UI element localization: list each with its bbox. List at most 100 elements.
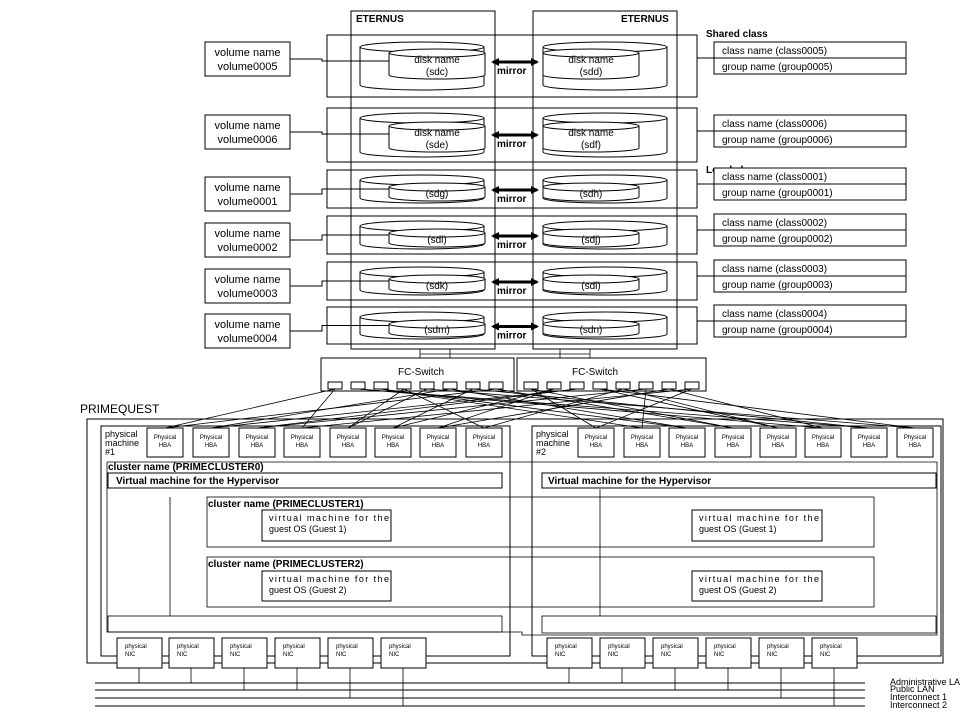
fc-cable (530, 388, 734, 429)
fc-cable (357, 388, 824, 429)
right-disk-id: (sdd) (580, 67, 603, 78)
hba-label: Physical (904, 435, 926, 441)
class-name: class name (class0005) (722, 46, 827, 57)
hba-label: HBA (590, 443, 602, 449)
switch-port (350, 381, 366, 390)
volume-link-line (290, 325, 389, 332)
svg-text:machine: machine (536, 438, 570, 448)
nic-label: NIC (230, 652, 241, 658)
svg-text:#1: #1 (105, 447, 115, 457)
fc-cable (256, 388, 647, 429)
fc-cable (357, 388, 870, 429)
right-disk-id: (sdn) (580, 325, 603, 336)
volume-label: volume name (214, 182, 280, 194)
fc-cable (426, 388, 916, 429)
mirror-label: mirror (497, 240, 527, 251)
class-name: class name (class0001) (722, 172, 827, 183)
hba-label: HBA (387, 443, 399, 449)
fc-switch-right: FC-Switch (516, 357, 707, 392)
group-name-box (713, 229, 907, 247)
hba-label: HBA (727, 443, 739, 449)
guest1-right-line1: virtual machine for the (699, 513, 819, 523)
nic-label: physical (230, 644, 252, 650)
lan-label: Administrative LAN (890, 677, 960, 687)
hba-label: Physical (676, 435, 698, 441)
volume-name: volume0006 (218, 134, 278, 146)
right-disk-cylinder (542, 112, 668, 158)
hba-label: HBA (636, 443, 648, 449)
volume-link-line (290, 188, 389, 195)
hypervisor-1-label: Virtual machine for the Hypervisor (116, 476, 279, 487)
hba-label: Physical (154, 435, 176, 441)
volume-label: volume name (214, 120, 280, 132)
switch-port (373, 381, 389, 390)
nic-label: NIC (555, 652, 566, 658)
eternus-right-title: ETERNUS (621, 14, 669, 25)
hba-label: Physical (291, 435, 313, 441)
left-disk-id: (sdm) (424, 325, 450, 336)
left-disk-id: (sdi) (427, 235, 446, 246)
nic-label: physical (820, 644, 842, 650)
class-name: class name (class0002) (722, 218, 827, 229)
guest2-vm-right (691, 570, 823, 602)
lan-label: Public LAN (890, 684, 935, 694)
right-disk-name: disk name (568, 128, 614, 139)
volume-name: volume0003 (218, 288, 278, 300)
left-disk-cylinder (359, 41, 486, 91)
left-disk-id: (sdk) (426, 281, 448, 292)
left-disk-name: disk name (414, 128, 460, 139)
hba-label: Physical (200, 435, 222, 441)
fc-switch-right-label: FC-Switch (572, 367, 618, 378)
left-disk-cylinder (359, 266, 486, 296)
lan-label: Interconnect 1 (890, 692, 947, 702)
left-disk-cylinder (359, 311, 486, 340)
hba-label: HBA (681, 443, 693, 449)
fc-cable (483, 388, 624, 429)
svg-text:physical: physical (536, 429, 569, 439)
guest2-right-line1: virtual machine for the (699, 574, 819, 584)
group-name: group name (group0002) (722, 234, 833, 245)
mirror-label: mirror (497, 139, 527, 150)
nic-label: physical (714, 644, 736, 650)
volume-link-line (290, 280, 389, 287)
nic-label: NIC (608, 652, 619, 658)
svg-text:#2: #2 (536, 447, 546, 457)
fc-cable (164, 388, 336, 429)
switch-port (327, 381, 343, 390)
hypervisor-1-box (107, 472, 503, 489)
right-disk-cylinder (542, 311, 668, 340)
hba-label: Physical (585, 435, 607, 441)
volume-name: volume0005 (218, 61, 278, 73)
fc-cable (599, 388, 916, 429)
group-name-box (713, 130, 907, 148)
cluster0-outline (106, 461, 938, 636)
right-disk-name: disk name (568, 55, 614, 66)
group-name: group name (group0006) (722, 135, 833, 146)
left-disk-name: disk name (414, 55, 460, 66)
right-disk-cylinder (542, 220, 668, 250)
nic-label: NIC (389, 652, 400, 658)
hba-label: HBA (342, 443, 354, 449)
switch-port (465, 381, 481, 390)
left-disk-id: (sdc) (426, 67, 448, 78)
switch-port (615, 381, 631, 390)
fc-cables (164, 388, 916, 429)
volume-row-5: volume namevolume0004(sdm)(sdn)mirrorcla… (204, 304, 907, 349)
cluster1-region (206, 496, 875, 548)
switch-port (419, 381, 435, 390)
volume-label: volume name (214, 228, 280, 240)
guest2-left-line1: virtual machine for the (269, 574, 389, 584)
fc-cable (210, 388, 578, 429)
